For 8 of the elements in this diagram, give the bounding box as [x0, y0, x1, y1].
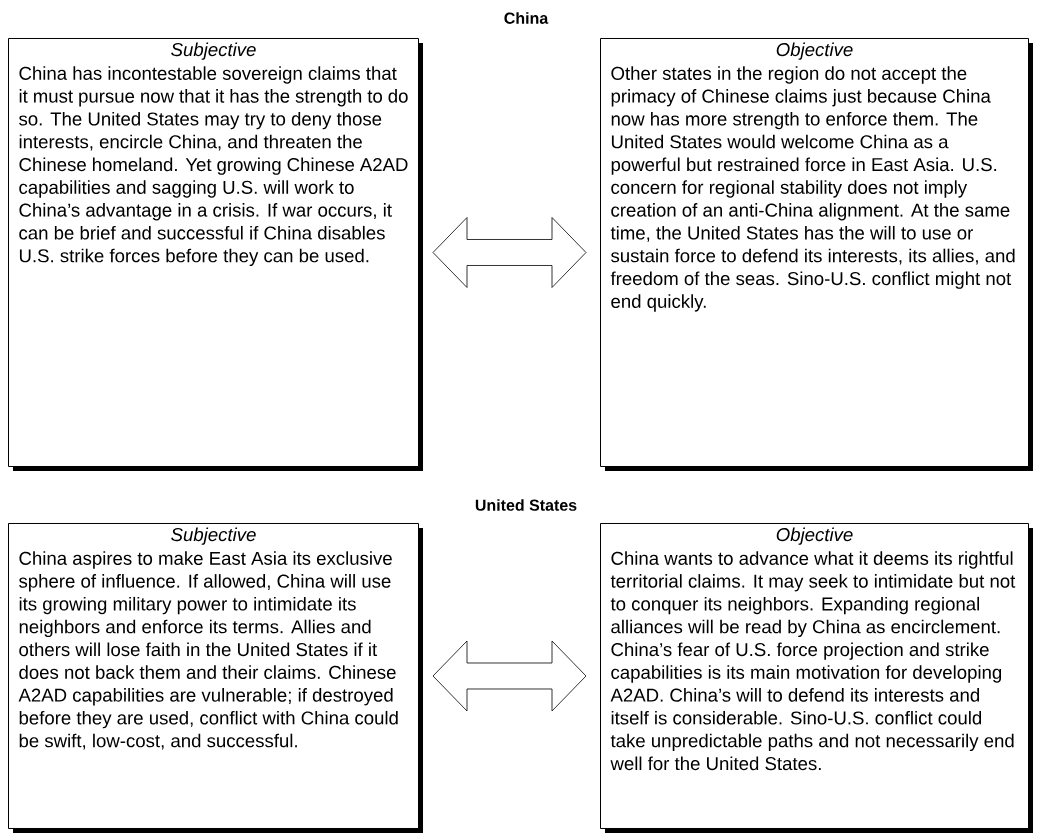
double-arrow [432, 640, 587, 712]
section-heading: United States [475, 499, 577, 511]
double-arrow [432, 217, 587, 288]
text-box: Objective Other states in the region do not accept the primacy of Chinese claims just because China now has more strength to enforce them. The United States would welcome China as a powerful but restrained force in East Asia. U.S. concern for regional stability does not imply creation of an anti-China alignment. At the same time, the United States has the will to use or sustain force to defend its interests, its allies, and freedom of the seas. Sino-U.S. conflict might not end quickly. [600, 38, 1033, 471]
section-heading: China [504, 12, 549, 24]
text-box: Subjective China has incontestable sovereign claims that it must pursue now that it has the strength to do so. The United States may try to deny those interests, encircle China, and threaten the Chinese homeland. Yet growing Chinese A2AD capabilities and sagging U.S. will work to China’s advantage in a crisis. If war occurs, it can be brief and successful if China disables U.S. strike forces before they can be used. [8, 38, 423, 471]
text-box: Objective China wants to advance what it deems its rightful territorial claims. It may seek to intimidate but not to conquer its neighbors. Expanding regional alliances will be read by China as encirclement. China’s fear of U.S. force projection and strike capabilities is its main motivation for developing A2AD. China’s will to defend its interests and itself is considerable. Sino-U.S. conflict could take unpredictable paths and not necessarily end well for the United States. [600, 523, 1033, 833]
text-box: Subjective China aspires to make East Asia its exclusive sphere of influence. If allowed, China will use its growing military power to intimidate its neighbors and enforce its terms. Allies and others will lose faith in the United States if it does not back them and their claims. Chinese A2AD capabilities are vulnerable; if destroyed before they are used, conflict with China could be swift, low-cost, and successful. [8, 523, 423, 833]
